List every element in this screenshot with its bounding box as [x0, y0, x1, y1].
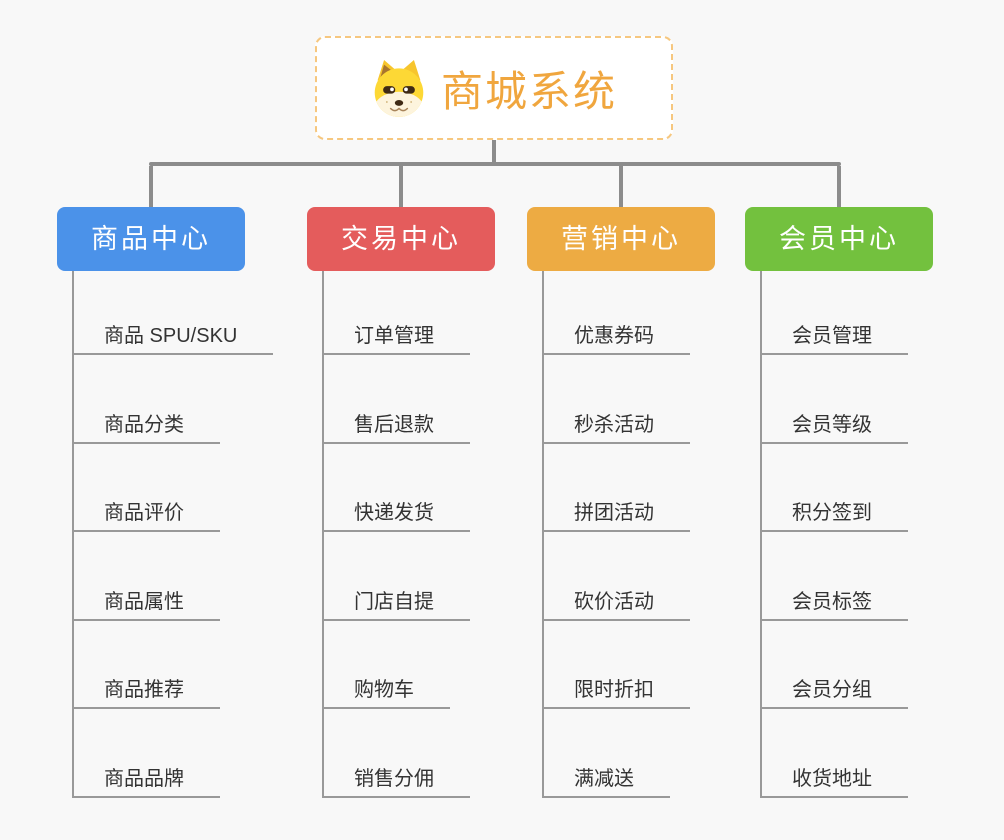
- leaf-node[interactable]: 秒杀活动: [542, 412, 690, 444]
- connector-drop-marketing: [619, 166, 623, 207]
- leaf-node[interactable]: 商品评价: [72, 500, 220, 532]
- leaf-node[interactable]: 售后退款: [322, 412, 470, 444]
- connector-drop-trade: [399, 166, 403, 207]
- leaf-node[interactable]: 购物车: [322, 677, 450, 709]
- leaf-node[interactable]: 商品属性: [72, 589, 220, 621]
- connector-horizontal-bar: [149, 162, 841, 166]
- leaf-node[interactable]: 收货地址: [760, 766, 908, 798]
- connector-root-stem: [492, 140, 496, 166]
- leaf-node[interactable]: 销售分佣: [322, 766, 470, 798]
- leaf-node[interactable]: 拼团活动: [542, 500, 690, 532]
- branch-node-marketing-center[interactable]: 营销中心: [527, 207, 715, 271]
- branch-column-trade-center: 交易中心 订单管理 售后退款 快递发货 门店自提 购物车 销售分佣: [307, 0, 562, 840]
- leaf-node[interactable]: 商品品牌: [72, 766, 220, 798]
- branch-column-member-center: 会员中心 会员管理 会员等级 积分签到 会员标签 会员分组 收货地址: [745, 0, 1000, 840]
- branch-node-product-center[interactable]: 商品中心: [57, 207, 245, 271]
- branch-column-product-center: 商品中心 商品 SPU/SKU 商品分类 商品评价 商品属性 商品推荐 商品品牌: [57, 0, 312, 840]
- leaf-node[interactable]: 会员分组: [760, 677, 908, 709]
- leaf-node[interactable]: 门店自提: [322, 589, 470, 621]
- branch-trunk-line: [322, 271, 324, 798]
- leaf-node[interactable]: 积分签到: [760, 500, 908, 532]
- leaf-node[interactable]: 限时折扣: [542, 677, 690, 709]
- branch-node-trade-center[interactable]: 交易中心: [307, 207, 495, 271]
- leaf-node[interactable]: 优惠券码: [542, 323, 690, 355]
- branch-trunk-line: [760, 271, 762, 798]
- leaf-node[interactable]: 会员标签: [760, 589, 908, 621]
- branch-trunk-line: [72, 271, 74, 798]
- doge-dog-face-icon: [374, 60, 424, 117]
- leaf-node[interactable]: 砍价活动: [542, 589, 690, 621]
- connector-drop-product: [149, 166, 153, 207]
- branch-column-marketing-center: 营销中心 优惠券码 秒杀活动 拼团活动 砍价活动 限时折扣 满减送: [527, 0, 782, 840]
- leaf-node[interactable]: 商品推荐: [72, 677, 220, 709]
- leaf-node[interactable]: 订单管理: [322, 323, 470, 355]
- branch-node-member-center[interactable]: 会员中心: [745, 207, 933, 271]
- root-node-title: 商城系统: [440, 67, 617, 115]
- leaf-node[interactable]: 快递发货: [322, 500, 470, 532]
- leaf-node[interactable]: 会员管理: [760, 323, 908, 355]
- leaf-node[interactable]: 商品 SPU/SKU: [72, 323, 274, 355]
- connector-drop-member: [837, 166, 841, 207]
- root-node[interactable]: 商城系统: [315, 36, 673, 140]
- leaf-node[interactable]: 满减送: [542, 766, 670, 798]
- leaf-node[interactable]: 商品分类: [72, 412, 220, 444]
- leaf-node[interactable]: 会员等级: [760, 412, 908, 444]
- branch-trunk-line: [542, 271, 544, 798]
